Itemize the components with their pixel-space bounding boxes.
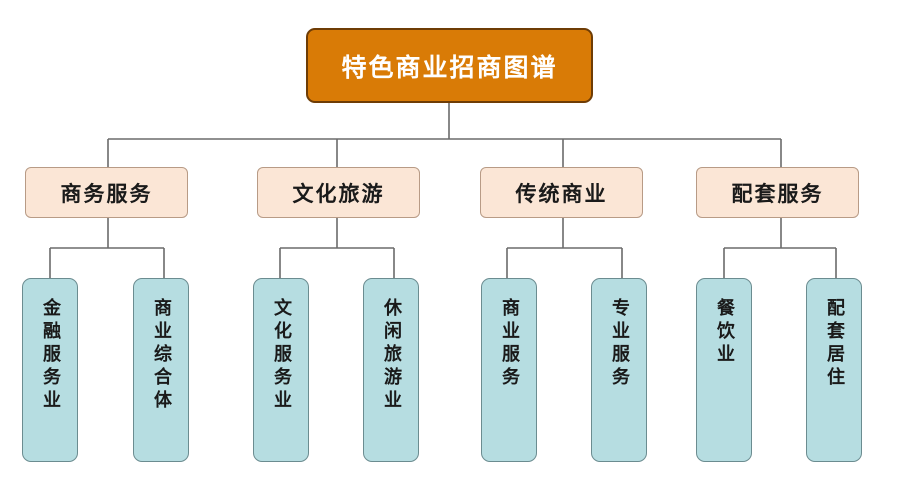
category-node-business-services: 商务服务 [25,167,188,218]
category-node-label: 传统商业 [515,181,608,206]
leaf-node-label: 金融服务业 [40,298,61,413]
leaf-node-leisure-tourism: 休闲旅游业 [363,278,419,462]
leaf-node-label: 餐饮业 [714,298,735,367]
category-node-label: 配套服务 [731,181,824,206]
leaf-node-professional-services: 专业服务 [591,278,647,462]
leaf-node-cultural-services: 文化服务业 [253,278,309,462]
category-node-traditional-commerce: 传统商业 [480,167,643,218]
category-node-label: 商务服务 [60,181,153,206]
category-node-label: 文化旅游 [292,181,385,206]
leaf-node-commercial-complex: 商业综合体 [133,278,189,462]
leaf-node-label: 专业服务 [609,298,630,390]
leaf-node-commercial-services: 商业服务 [481,278,537,462]
leaf-node-label: 文化服务业 [271,298,292,413]
root-node-label: 特色商业招商图谱 [341,52,558,82]
category-node-supporting-services: 配套服务 [696,167,859,218]
category-node-culture-tourism: 文化旅游 [257,167,420,218]
leaf-node-financial-services: 金融服务业 [22,278,78,462]
leaf-node-label: 休闲旅游业 [381,298,402,413]
leaf-node-label: 商业综合体 [151,298,172,413]
leaf-node-label: 商业服务 [499,298,520,390]
leaf-node-supporting-residence: 配套居住 [806,278,862,462]
leaf-node-catering: 餐饮业 [696,278,752,462]
leaf-node-label: 配套居住 [824,298,845,390]
root-node: 特色商业招商图谱 [306,28,593,103]
